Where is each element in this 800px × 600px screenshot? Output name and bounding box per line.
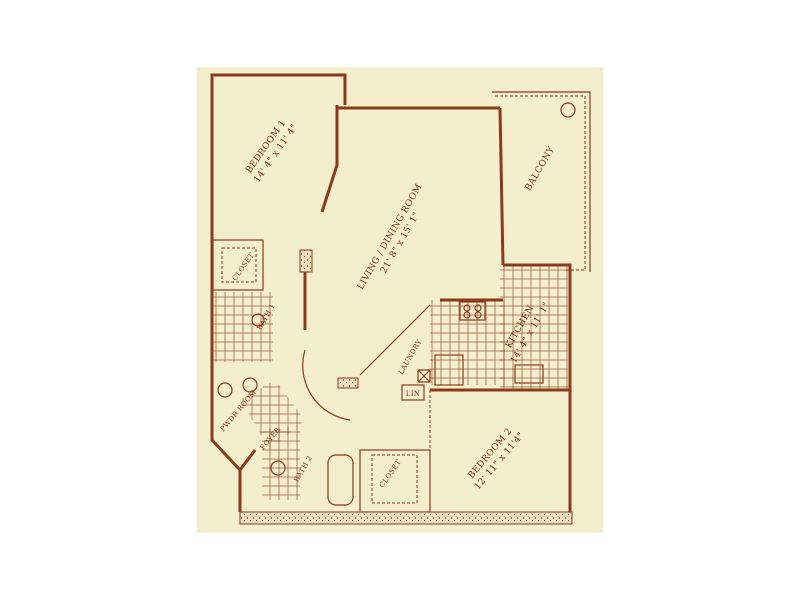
walls — [210, 73, 591, 525]
linen-name: LIN — [406, 390, 420, 398]
